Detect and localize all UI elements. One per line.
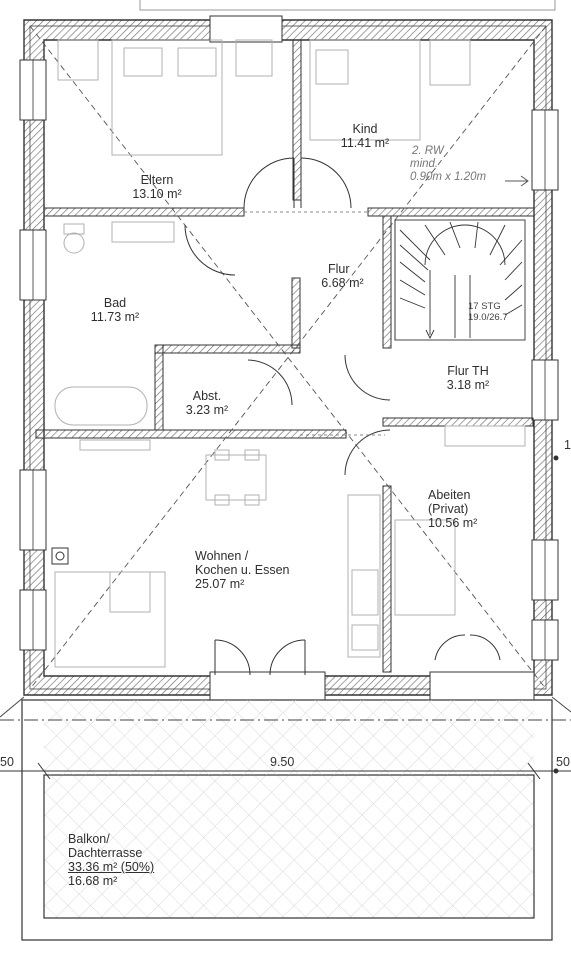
note-line: 0.90m x 1.20m [410, 171, 487, 183]
room-label-eltern: Eltern 13.10 m² [112, 173, 202, 201]
neighbour-edge [139, 0, 556, 11]
room-name: Eltern [140, 173, 174, 187]
note-line: 2. RW [412, 145, 444, 157]
room-name-sub: Kochen u. Essen [195, 563, 290, 577]
terrace [0, 696, 571, 941]
room-name: Abst. [192, 389, 222, 403]
room-name-sub: Dachterrasse [68, 846, 143, 860]
room-label-bad: Bad 11.73 m² [80, 296, 150, 324]
escape-window-arrow [505, 175, 529, 187]
room-label-flur: Flur 6.68 m² [300, 262, 385, 290]
room-area: 10.56 m² [428, 516, 478, 530]
stair-steps: 17 STG [468, 301, 501, 312]
room-area: 11.41 m² [340, 136, 390, 150]
room-name: Flur TH [447, 364, 489, 378]
dimension-right-stub: 50 [556, 755, 570, 769]
dimension-edge-stub: 1 [564, 438, 571, 452]
room-name: Bad [103, 296, 127, 310]
room-area: 11.73 m² [90, 310, 140, 324]
room-area: 3.18 m² [446, 378, 490, 392]
room-name: Kind [352, 122, 378, 136]
room-name: Flur [328, 262, 350, 276]
stair-ratio: 19.0/26.7 [468, 312, 508, 323]
stair [394, 219, 526, 341]
room-area-half: 16.68 m² [68, 874, 118, 888]
room-area-full: 33.36 m² (50%) [68, 860, 155, 874]
room-label-abst: Abst. 3.23 m² [172, 389, 242, 417]
room-area: 6.68 m² [321, 276, 364, 290]
room-area: 3.23 m² [185, 403, 229, 417]
interior-walls [35, 39, 535, 673]
exterior-walls [19, 15, 559, 701]
room-name-sub: (Privat) [428, 502, 469, 516]
room-label-abeiten: Abeiten (Privat) 10.56 m² [428, 488, 508, 530]
dimension-left-stub: 50 [0, 755, 14, 769]
door-swings [184, 157, 501, 676]
room-label-balkon: Balkon/ Dachterrasse 33.36 m² (50%) 16.6… [68, 832, 178, 888]
room-label-kind: Kind 11.41 m² [330, 122, 400, 150]
room-name: Balkon/ [68, 832, 110, 846]
stair-note: 17 STG 19.0/26.7 [468, 301, 508, 323]
passage-lines [244, 211, 385, 436]
room-area: 13.10 m² [132, 187, 182, 201]
dimension-line [0, 455, 571, 780]
room-label-flur-th: Flur TH 3.18 m² [433, 364, 503, 392]
room-name: Wohnen / [195, 549, 249, 563]
escape-window-note: 2. RW mind. 0.90m x 1.20m [410, 145, 486, 184]
room-name: Abeiten [428, 488, 471, 502]
note-line: mind. [410, 158, 439, 170]
room-label-wohnen: Wohnen / Kochen u. Essen 25.07 m² [195, 549, 315, 591]
dimension-width: 9.50 [270, 755, 295, 769]
room-area: 25.07 m² [195, 577, 245, 591]
furniture [51, 39, 526, 668]
roof-diagonals [29, 25, 547, 690]
